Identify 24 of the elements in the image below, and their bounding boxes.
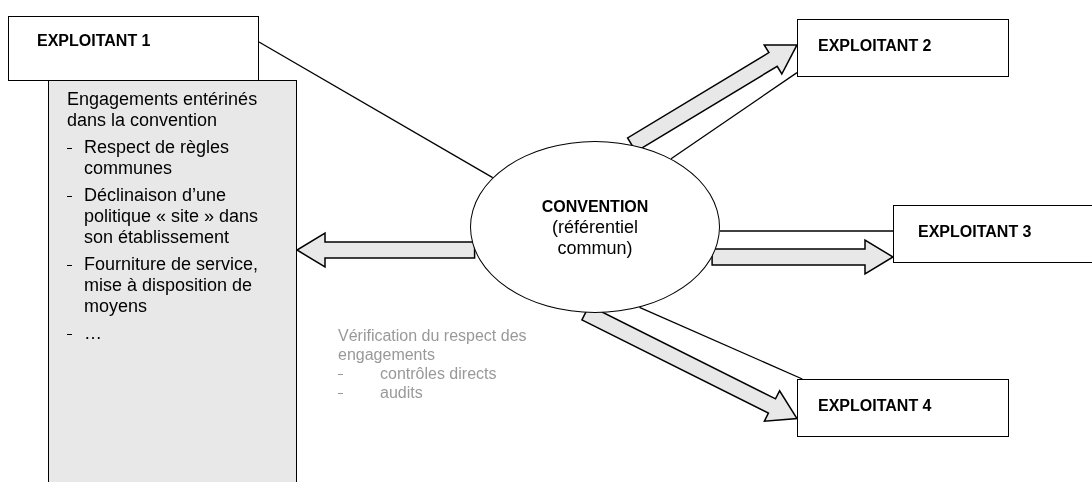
node-title: CONVENTION bbox=[540, 196, 650, 217]
connector-line bbox=[670, 71, 798, 160]
actor-box bbox=[797, 19, 1009, 77]
list-item: Respect de règles communes bbox=[84, 137, 231, 179]
node-title: EXPLOITANT 3 bbox=[918, 223, 1032, 241]
node-subtitle: (référentiel commun) bbox=[550, 216, 639, 259]
block-arrow bbox=[711, 238, 895, 276]
connector-line bbox=[638, 306, 803, 380]
text-panel bbox=[48, 80, 297, 482]
node-title: EXPLOITANT 1 bbox=[37, 32, 151, 50]
node-title: EXPLOITANT 2 bbox=[818, 37, 932, 55]
list-item: Fourniture de service, mise à disposition de moyens bbox=[84, 254, 260, 317]
connector-line bbox=[719, 230, 894, 232]
list-item: Déclinaison d’une politique « site » dans son établissement bbox=[84, 185, 260, 248]
block-arrow bbox=[295, 231, 476, 269]
connector-line bbox=[258, 41, 494, 179]
node-title: EXPLOITANT 4 bbox=[818, 397, 932, 415]
panel-heading: Engagements entérinés dans la convention bbox=[67, 89, 259, 131]
list-item: contrôles directs bbox=[380, 364, 497, 383]
list-item: … bbox=[84, 323, 102, 344]
actor-box bbox=[8, 16, 259, 81]
actor-box bbox=[893, 205, 1092, 263]
list-item: audits bbox=[380, 383, 423, 402]
actor-box bbox=[797, 379, 1009, 437]
